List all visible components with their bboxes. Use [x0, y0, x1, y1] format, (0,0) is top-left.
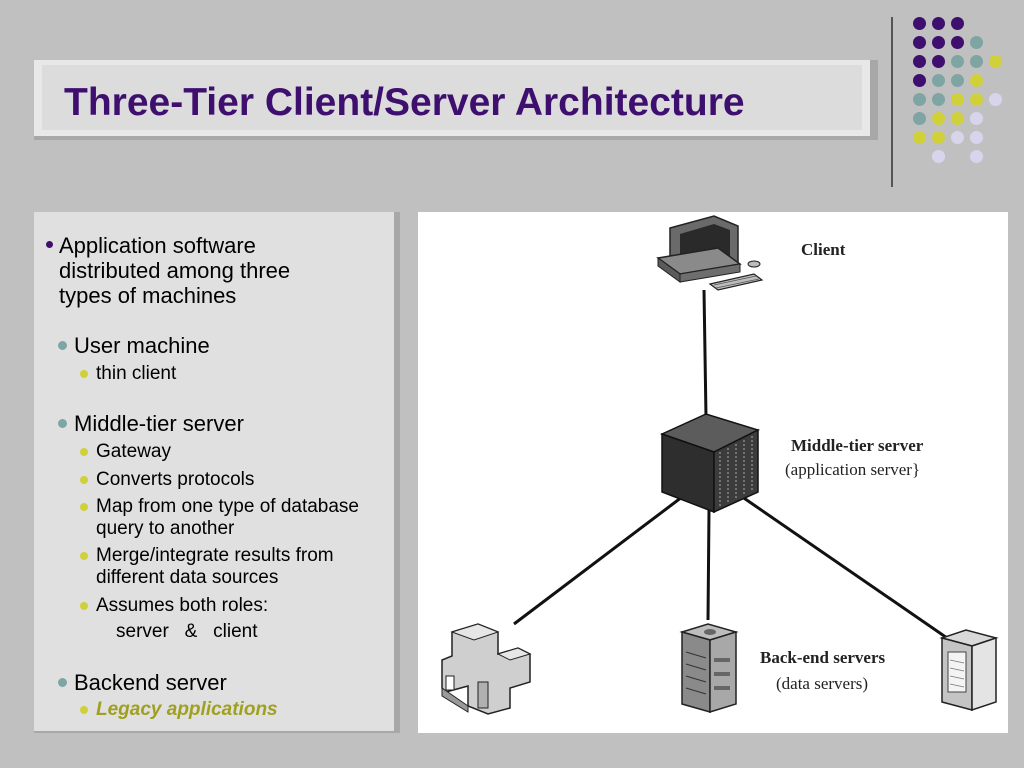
bullet-dot-icon [80, 448, 88, 456]
client-label: Client [801, 240, 846, 259]
bullet-middle-tier: Middle-tier server [58, 411, 244, 436]
middle-to-backend-left-line [513, 492, 687, 626]
decorative-dot [951, 17, 964, 30]
decorative-dot [932, 112, 945, 125]
middle-to-backend-right-line [737, 492, 951, 642]
bullet-dot-icon [58, 341, 67, 350]
bullet-thin-client: thin client [80, 363, 176, 385]
bullet-assumes-text: Assumes both roles: [96, 595, 269, 616]
bullet-dot-icon [80, 503, 88, 511]
decorative-dot [970, 150, 983, 163]
decorative-dot [970, 112, 983, 125]
bullet-thin-client-text: thin client [96, 363, 177, 384]
bullet-merge-text: Merge/integrate results from different d… [96, 545, 334, 588]
bullet-user-machine: User machine [58, 333, 210, 358]
decorative-dot [932, 17, 945, 30]
decorative-dot [913, 55, 926, 68]
decorative-dot [970, 36, 983, 49]
decorative-dot [989, 55, 1002, 68]
decorative-dot [970, 131, 983, 144]
decorative-dot [951, 131, 964, 144]
title-inner: Three-Tier Client/Server Architecture [42, 65, 862, 130]
bullet-assumes: Assumes both roles: [80, 595, 268, 617]
decorative-dot [913, 93, 926, 106]
bullet-converts: Converts protocols [80, 469, 254, 491]
decorative-dot [932, 93, 945, 106]
decorative-dot [913, 131, 926, 144]
client-to-middle-line [702, 289, 708, 418]
decorative-dot [932, 36, 945, 49]
bullet-dot-icon [58, 419, 67, 428]
decorative-dot [951, 93, 964, 106]
bullet-middle-tier-text: Middle-tier server [74, 411, 244, 436]
bullet-dot-icon [80, 476, 88, 484]
decorative-divider [891, 17, 893, 187]
decorative-dot [951, 112, 964, 125]
bullet-merge: Merge/integrate results from different d… [80, 545, 390, 589]
bullet-dot-icon [58, 678, 67, 687]
bullet-main-text: Application software distributed among t… [59, 233, 291, 308]
decorative-dot [932, 55, 945, 68]
roles-text: server & client [116, 621, 258, 642]
bullet-legacy-text: Legacy applications [96, 699, 278, 720]
bullet-panel: Application software distributed among t… [34, 212, 400, 733]
decorative-dot [951, 36, 964, 49]
bullet-legacy: Legacy applications [80, 699, 278, 721]
bullet-dot-icon [80, 552, 88, 560]
bullet-gateway: Gateway [80, 441, 171, 463]
bullet-map-query-text: Map from one type of database query to a… [96, 496, 359, 539]
bullet-user-machine-text: User machine [74, 333, 210, 358]
slide-title: Three-Tier Client/Server Architecture [64, 81, 745, 124]
middle-tier-label-1: Middle-tier server [791, 436, 924, 455]
bullet-dot-icon [80, 370, 88, 378]
decorative-dot [932, 74, 945, 87]
bullet-dot-icon [80, 706, 88, 714]
decorative-dot [951, 74, 964, 87]
bullet-converts-text: Converts protocols [96, 469, 255, 490]
architecture-diagram-svg: Client Middle-tier server (application s… [441, 215, 999, 715]
architecture-diagram: Client Middle-tier server (application s… [418, 212, 1008, 733]
bullet-dot-icon [46, 241, 53, 248]
decorative-dot [989, 93, 1002, 106]
decorative-dot [913, 36, 926, 49]
bullet-dot-icon [80, 602, 88, 610]
client-computer-icon [656, 215, 764, 291]
backend-label-1: Back-end servers [760, 648, 886, 667]
bullet-map-query: Map from one type of database query to a… [80, 496, 370, 540]
bullet-gateway-text: Gateway [96, 441, 171, 462]
backend-tower-icon [679, 623, 739, 714]
backend-label-2: (data servers) [776, 674, 868, 693]
bullet-main: Application software distributed among t… [46, 233, 346, 308]
decorative-dot [913, 74, 926, 87]
decorative-dot [932, 150, 945, 163]
middle-to-backend-center-line [706, 509, 711, 621]
middle-tier-label-2: (application server} [785, 460, 920, 479]
bullet-backend: Backend server [58, 670, 227, 695]
decorative-dot [970, 55, 983, 68]
title-box: Three-Tier Client/Server Architecture [34, 60, 878, 140]
decorative-dot [913, 112, 926, 125]
middle-tier-server-icon [659, 413, 761, 514]
decorative-dot [932, 131, 945, 144]
decorative-dot [913, 17, 926, 30]
backend-rack-icon [939, 629, 999, 712]
backend-mainframe-icon [441, 623, 532, 715]
decorative-dot [970, 74, 983, 87]
decorative-dot [951, 55, 964, 68]
decorative-dot [970, 93, 983, 106]
bullet-backend-text: Backend server [74, 670, 227, 695]
